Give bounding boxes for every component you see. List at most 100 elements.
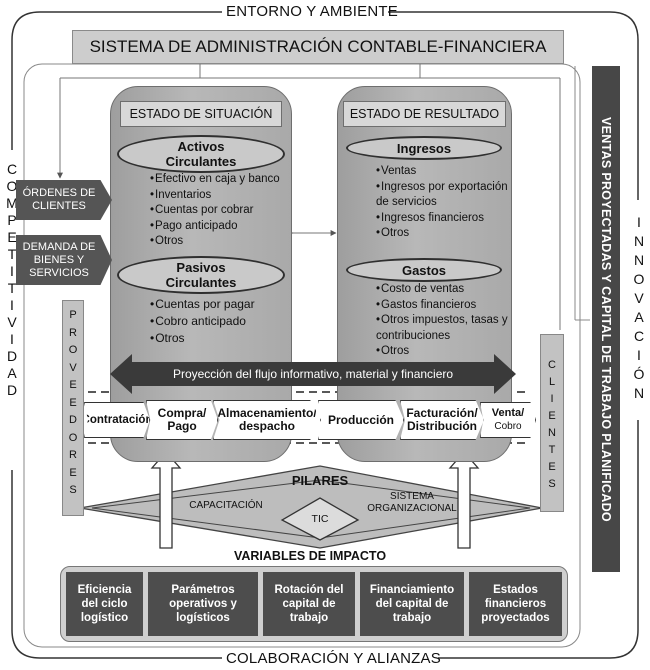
innovacion-letter: N [633, 233, 645, 249]
proveedores-letter: R [69, 326, 77, 339]
estado-resultado-title: ESTADO DE RESULTADO [343, 101, 506, 127]
competitividad-letter: M [6, 195, 18, 211]
competitividad-letter: E [7, 229, 17, 245]
process-facturacion: Facturación/ Distribución [400, 400, 484, 440]
innovacion-letter: A [634, 309, 644, 325]
pasivos-item: Cobro anticipado [150, 313, 290, 330]
gastos-item: Otros [376, 344, 508, 360]
proveedores-letter: P [69, 309, 77, 321]
competitividad-letter: T [7, 246, 17, 262]
activos-item: Efectivo en caja y banco [150, 172, 290, 188]
innovacion-letter: I [637, 347, 641, 363]
activos-oval: Activos Circulantes [117, 135, 285, 173]
pasivos-oval: Pasivos Circulantes [117, 256, 285, 294]
competitividad-letter: O [6, 178, 18, 194]
gastos-item: Gastos financieros [376, 298, 508, 314]
flow-arrow-label: Proyección del flujo informativo, materi… [172, 367, 454, 381]
proveedores-letter: D [69, 414, 77, 426]
entorno-label: ENTORNO Y AMBIENTE [226, 3, 398, 20]
ingresos-oval: Ingresos [346, 136, 502, 160]
ingresos-item: Ventas [376, 164, 508, 180]
impact-financiamiento: Financiamiento del capital de trabajo [360, 572, 464, 636]
proveedores-letter: R [69, 449, 77, 461]
activos-list: Efectivo en caja y bancoInventariosCuent… [150, 172, 290, 250]
impact-estados: Estados financieros proyectados [469, 572, 562, 636]
gastos-oval: Gastos [346, 258, 502, 282]
gastos-item: Otros impuestos, tasas y contribuciones [376, 313, 508, 344]
ordenes-clientes-box: ÓRDENES DE CLIENTES [16, 180, 112, 220]
colaboracion-label: COLABORACIÓN Y ALIANZAS [226, 650, 441, 667]
competitividad-letter: A [7, 365, 17, 381]
clientes-letter: S [548, 478, 556, 490]
process-almacenamiento: Almacenamiento/ despacho [213, 400, 321, 440]
innovacion-letter: N [633, 252, 645, 268]
ingresos-item: Ingresos financieros [376, 211, 508, 227]
innovacion-letter: N [633, 385, 645, 401]
flow-arrow [110, 354, 516, 394]
innovacion-letter: O [633, 271, 645, 287]
gastos-list: Costo de ventasGastos financierosOtros i… [376, 282, 508, 360]
gastos-item: Costo de ventas [376, 282, 508, 298]
variables-title: VARIABLES DE IMPACTO [233, 549, 387, 563]
clientes-letter: E [548, 461, 556, 473]
activos-item: Otros [150, 234, 290, 250]
competitividad-letter: D [6, 382, 18, 398]
estado-situacion-title: ESTADO DE SITUACIÓN [120, 101, 282, 127]
proveedores-letter: O [68, 344, 78, 356]
competitividad-letter: P [7, 212, 17, 228]
clientes-letter: C [548, 359, 556, 371]
proveedores-letter: S [69, 484, 77, 496]
process-venta-cobro: Venta/ Cobro [480, 402, 536, 438]
process-compra-pago: Compra/ Pago [146, 400, 218, 440]
competitividad-letter: V [7, 314, 17, 330]
innovacion-letter: V [634, 290, 644, 306]
innovacion-letter: Ó [633, 366, 645, 382]
clientes-letter: L [548, 376, 556, 388]
impact-rotacion: Rotación del capital de trabajo [263, 572, 355, 636]
clientes-letter: I [550, 393, 554, 405]
system-title: SISTEMA DE ADMINISTRACIÓN CONTABLE-FINAN… [89, 37, 547, 56]
process-contratacion: Contratación [84, 402, 150, 438]
demanda-bienes-box: DEMANDA DE BIENES Y SERVICIOS [16, 235, 112, 285]
pasivos-item: Cuentas por pagar [150, 296, 290, 313]
ingresos-item: Ingresos por exportación de servicios [376, 180, 508, 211]
ventas-strip-text: VENTAS PROYECTADAS Y CAPITAL DE TRABAJO … [599, 116, 613, 522]
ventas-strip: VENTAS PROYECTADAS Y CAPITAL DE TRABAJO … [592, 66, 620, 572]
ingresos-list: VentasIngresos por exportación de servic… [376, 164, 508, 242]
proveedores-letter: E [69, 396, 77, 409]
system-title-bar: SISTEMA DE ADMINISTRACIÓN CONTABLE-FINAN… [72, 30, 564, 64]
pasivos-list: Cuentas por pagarCobro anticipadoOtros [150, 296, 290, 347]
clientes-letter: E [548, 410, 556, 422]
ingresos-item: Otros [376, 226, 508, 242]
innovacion-letter: I [637, 214, 641, 230]
innovacion-letter: C [633, 328, 645, 344]
proveedores-letter: V [69, 361, 77, 374]
process-produccion: Producción [318, 400, 404, 440]
activos-item: Cuentas por cobrar [150, 203, 290, 219]
tic-label: TIC [311, 513, 329, 525]
competitividad-letter: C [6, 161, 18, 177]
clientes-letter: T [548, 444, 556, 456]
competitividad-letter: D [6, 348, 18, 364]
proveedores-letter: E [69, 466, 77, 479]
proveedores-letter: E [69, 379, 77, 391]
impact-eficiencia: Eficiencia del ciclo logístico [66, 572, 143, 636]
pasivos-item: Otros [150, 330, 290, 347]
clientes-letter: N [548, 427, 556, 439]
capacitacion-label: CAPACITACIÓN [189, 499, 263, 511]
activos-item: Pago anticipado [150, 219, 290, 235]
competitividad-letter: I [10, 331, 14, 347]
competitividad-letter: I [10, 297, 14, 313]
impact-parametros: Parámetros operativos y logísticos [148, 572, 258, 636]
sistema-organizacional-label: SISTEMA ORGANIZACIONAL [367, 491, 457, 514]
activos-item: Inventarios [150, 188, 290, 204]
competitividad-letter: T [7, 280, 17, 296]
proveedores-letter: O [68, 431, 78, 444]
competitividad-letter: I [10, 263, 14, 279]
